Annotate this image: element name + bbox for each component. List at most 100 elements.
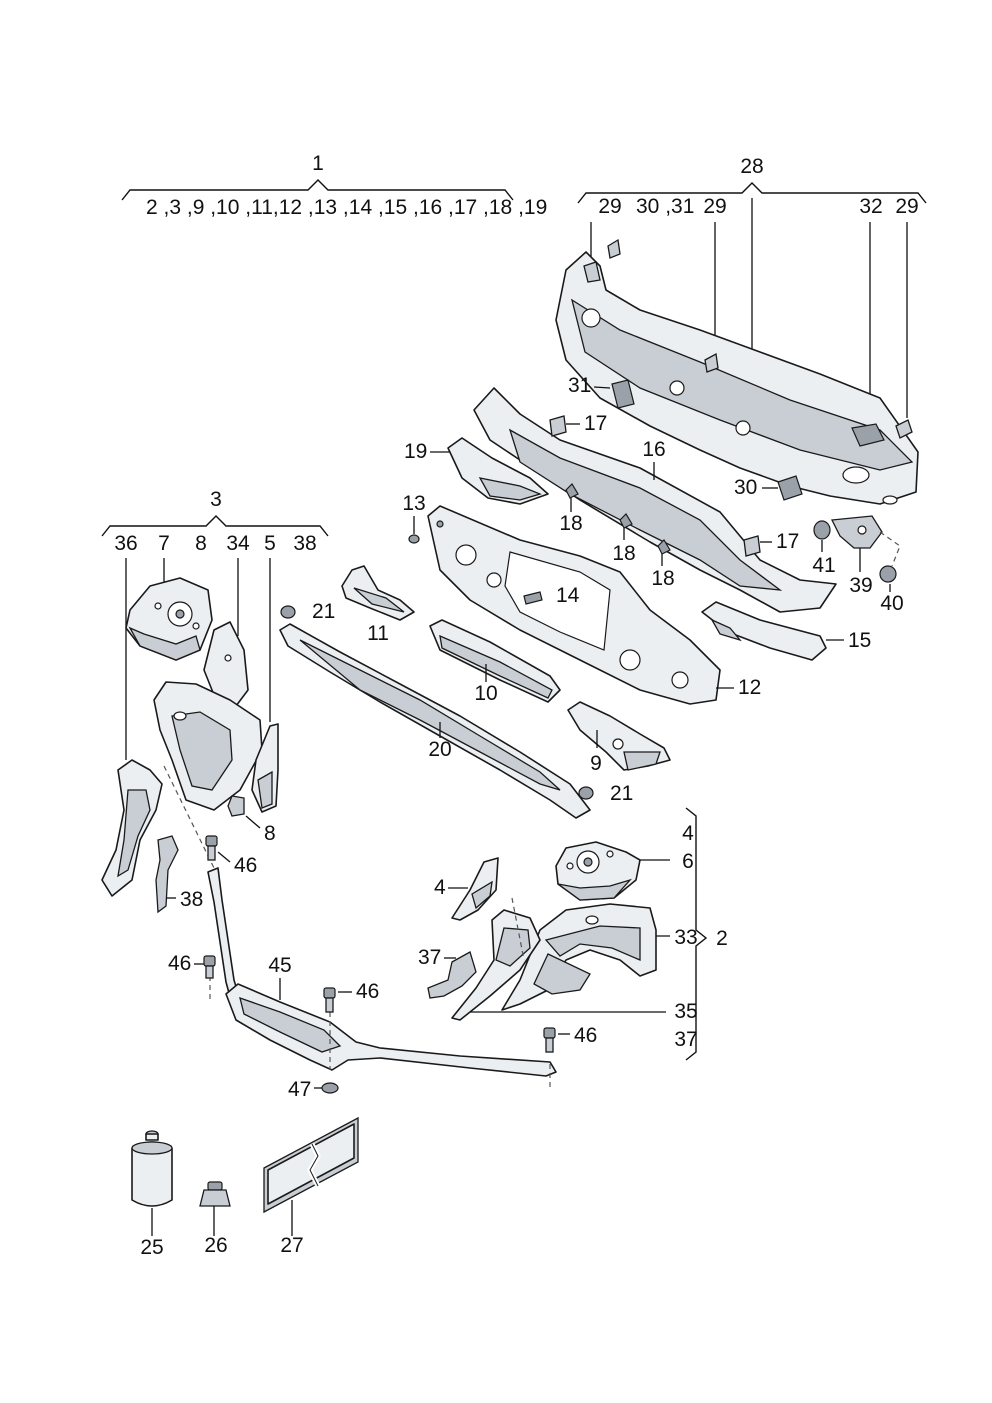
label-36: 36 xyxy=(114,532,137,555)
label-17-b: 17 xyxy=(776,530,799,553)
label-9: 9 xyxy=(590,752,602,775)
label-29-b: 29 xyxy=(703,195,726,218)
label-18-a: 18 xyxy=(559,512,582,535)
label-12: 12 xyxy=(738,676,761,699)
part-46-bolt-a: 46 xyxy=(205,835,257,877)
label-25: 25 xyxy=(140,1236,163,1259)
label-21-a: 21 xyxy=(312,600,335,623)
label-8-b: 8 xyxy=(264,822,276,845)
label-29-a: 29 xyxy=(598,195,621,218)
label-39: 39 xyxy=(849,574,872,597)
part-20-strut: 20 xyxy=(279,623,591,819)
label-35: 35 xyxy=(674,1000,697,1023)
bulkhead-12-part: 12 xyxy=(427,505,761,705)
part-47-washer: 47 xyxy=(288,1078,339,1101)
part-15-bracket: 15 xyxy=(701,601,871,661)
label-13: 13 xyxy=(402,492,425,515)
part-21-nut-b: 21 xyxy=(578,782,633,805)
part-41-nut: 41 xyxy=(812,520,836,577)
group-28-header: 28 29 30 ,31 29 32 29 xyxy=(577,155,927,425)
part-5-bracket xyxy=(251,723,279,813)
label-21-b: 21 xyxy=(610,782,633,805)
part-14-bolt: 14 xyxy=(523,584,580,607)
label-33: 33 xyxy=(674,926,697,949)
part-17-clips: 17 17 xyxy=(549,412,799,557)
label-46-a: 46 xyxy=(234,854,257,877)
part-36-member xyxy=(101,759,215,897)
group-3-leaders xyxy=(125,558,271,760)
part-8-clip: 8 xyxy=(227,795,276,845)
label-6: 6 xyxy=(682,850,694,873)
wheelhouse-33-part xyxy=(501,903,657,1011)
label-38-b: 38 xyxy=(180,888,203,911)
label-45: 45 xyxy=(268,954,291,977)
label-30-31: 30 ,31 xyxy=(636,195,694,218)
part-37-bracket: 37 xyxy=(418,946,477,999)
label-7: 7 xyxy=(158,532,170,555)
part-46-bolt-d: 46 xyxy=(543,1024,597,1053)
group-2-brace xyxy=(685,807,708,1061)
group-3-header: 3 36 7 8 34 5 38 xyxy=(101,488,329,760)
label-8-a: 8 xyxy=(195,532,207,555)
label-11: 11 xyxy=(367,622,389,645)
lower-brace-45-part: 45 xyxy=(207,867,557,1090)
part-11-bracket: 11 xyxy=(341,565,415,645)
part-10-rail: 10 xyxy=(429,619,561,705)
label-18-b: 18 xyxy=(612,542,635,565)
part-26-plug: 26 xyxy=(199,1181,231,1257)
label-46-d: 46 xyxy=(574,1024,597,1047)
label-32: 32 xyxy=(859,195,882,218)
label-46-c: 46 xyxy=(356,980,379,1003)
part-39-bracket: 39 xyxy=(830,515,901,597)
label-29-c: 29 xyxy=(895,195,918,218)
label-34: 34 xyxy=(226,532,250,555)
wheelhouse-left-part xyxy=(153,681,263,811)
label-16: 16 xyxy=(642,438,665,461)
group-1-header: 1 2 ,3 ,9 ,10 ,11,12 ,13 ,14 ,15 ,16 ,17… xyxy=(121,152,547,219)
label-31: 31 xyxy=(568,374,591,397)
label-19: 19 xyxy=(404,440,427,463)
part-19-bracket: 19 xyxy=(404,437,549,505)
label-38-a: 38 xyxy=(293,532,316,555)
part-9-bracket: 9 xyxy=(567,701,671,775)
group-3-number: 3 xyxy=(210,488,222,511)
part-6-strut-mount xyxy=(555,841,641,901)
label-17-a: 17 xyxy=(584,412,607,435)
part-4-bracket: 4 xyxy=(434,857,499,921)
label-37-b: 37 xyxy=(674,1028,697,1051)
part-18-clips: 18 18 18 xyxy=(559,483,675,590)
label-14: 14 xyxy=(556,584,580,607)
bracket-29-parts xyxy=(583,238,913,439)
label-47: 47 xyxy=(288,1078,311,1101)
part-40-nut: 40 xyxy=(879,565,904,615)
part-32-plate xyxy=(851,423,885,447)
group-3-brace xyxy=(101,515,329,537)
label-4-b: 4 xyxy=(434,876,446,899)
label-5: 5 xyxy=(264,532,276,555)
label-27: 27 xyxy=(280,1234,303,1257)
label-37-a: 37 xyxy=(418,946,441,969)
part-46-bolt-c: 46 xyxy=(323,980,379,1013)
part-27-mat: 27 xyxy=(263,1116,359,1257)
group-1-members: 2 ,3 ,9 ,10 ,11,12 ,13 ,14 ,15 ,16 ,17 ,… xyxy=(146,196,547,219)
label-30: 30 xyxy=(734,476,757,499)
label-10: 10 xyxy=(474,682,497,705)
label-18-c: 18 xyxy=(651,567,674,590)
group-2-number: 2 xyxy=(716,927,728,950)
label-26: 26 xyxy=(204,1234,227,1257)
label-20: 20 xyxy=(428,738,451,761)
part-31-bracket: 31 xyxy=(568,374,635,409)
group-28-number: 28 xyxy=(740,155,763,178)
label-4-a: 4 xyxy=(682,822,694,845)
group-1-brace xyxy=(121,179,514,201)
part-46-bolt-b: 46 xyxy=(168,952,216,979)
group-2-header: 2 4 6 33 35 37 xyxy=(470,807,728,1061)
plenum-panel-part xyxy=(555,251,919,505)
label-40: 40 xyxy=(880,592,903,615)
part-21-nut-a: 21 xyxy=(280,600,335,623)
part-13-screw: 13 xyxy=(402,492,426,544)
label-41: 41 xyxy=(812,554,835,577)
part-30-bracket: 30 xyxy=(734,475,803,501)
part-35-panel xyxy=(451,897,541,1021)
